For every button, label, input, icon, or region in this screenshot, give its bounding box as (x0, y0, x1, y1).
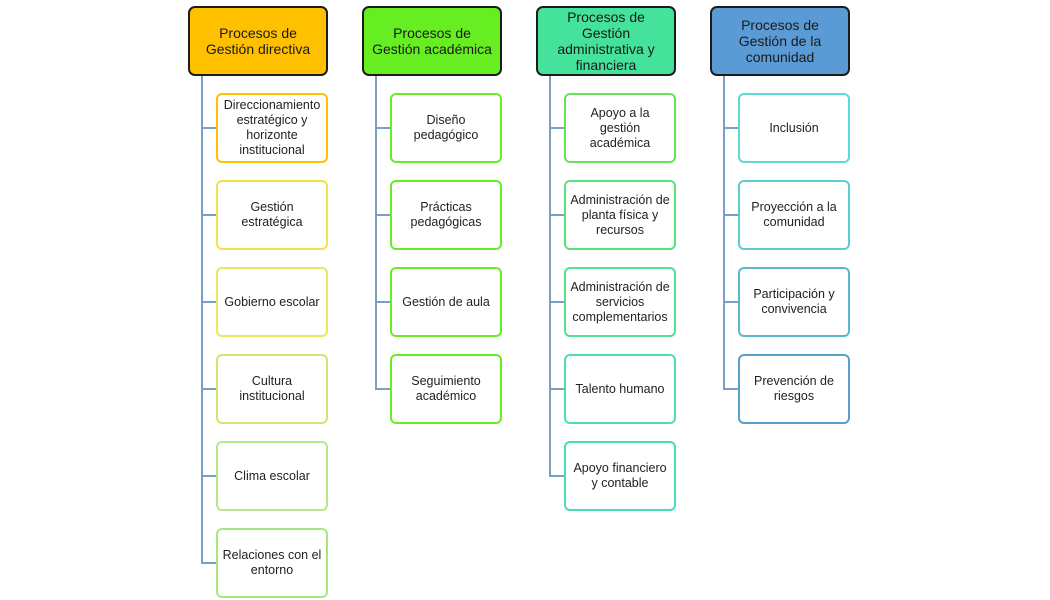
connector-branch (550, 301, 564, 303)
process-item: Talento humano (564, 354, 676, 424)
process-item: Proyección a la comunidad (738, 180, 850, 250)
connector-branch (550, 127, 564, 129)
connector-branch (376, 127, 390, 129)
connector-branch (724, 214, 738, 216)
process-item: Direccionamiento estratégico y horizonte… (216, 93, 328, 163)
process-item: Diseño pedagógico (390, 93, 502, 163)
connector-branch (202, 127, 216, 129)
column-header-1: Procesos de Gestión directiva (188, 6, 328, 76)
process-item: Gestión de aula (390, 267, 502, 337)
connector-branch (202, 214, 216, 216)
connector-branch (550, 388, 564, 390)
connector-spine (549, 76, 551, 477)
process-item: Apoyo financiero y contable (564, 441, 676, 511)
connector-branch (550, 214, 564, 216)
column-header-2: Procesos de Gestión académica (362, 6, 502, 76)
process-item: Inclusión (738, 93, 850, 163)
connector-branch (550, 475, 564, 477)
process-item: Clima escolar (216, 441, 328, 511)
connector-branch (724, 127, 738, 129)
process-item: Prevención de riesgos (738, 354, 850, 424)
connector-branch (724, 388, 738, 390)
connector-branch (376, 388, 390, 390)
process-item: Participación y convivencia (738, 267, 850, 337)
process-item: Relaciones con el entorno (216, 528, 328, 598)
column-header-4: Procesos de Gestión de la comunidad (710, 6, 850, 76)
process-item: Administración de servicios complementar… (564, 267, 676, 337)
process-item: Administración de planta física y recurs… (564, 180, 676, 250)
process-item: Gestión estratégica (216, 180, 328, 250)
connector-branch (376, 214, 390, 216)
connector-branch (724, 301, 738, 303)
process-item: Seguimiento académico (390, 354, 502, 424)
connector-spine (375, 76, 377, 390)
connector-branch (202, 388, 216, 390)
process-item: Apoyo a la gestión académica (564, 93, 676, 163)
connector-spine (723, 76, 725, 390)
connector-branch (202, 562, 216, 564)
connector-branch (202, 301, 216, 303)
process-item: Prácticas pedagógicas (390, 180, 502, 250)
connector-branch (376, 301, 390, 303)
process-item: Cultura institucional (216, 354, 328, 424)
column-header-3: Procesos de Gestión administrativa y fin… (536, 6, 676, 76)
connector-branch (202, 475, 216, 477)
connector-spine (201, 76, 203, 564)
process-item: Gobierno escolar (216, 267, 328, 337)
